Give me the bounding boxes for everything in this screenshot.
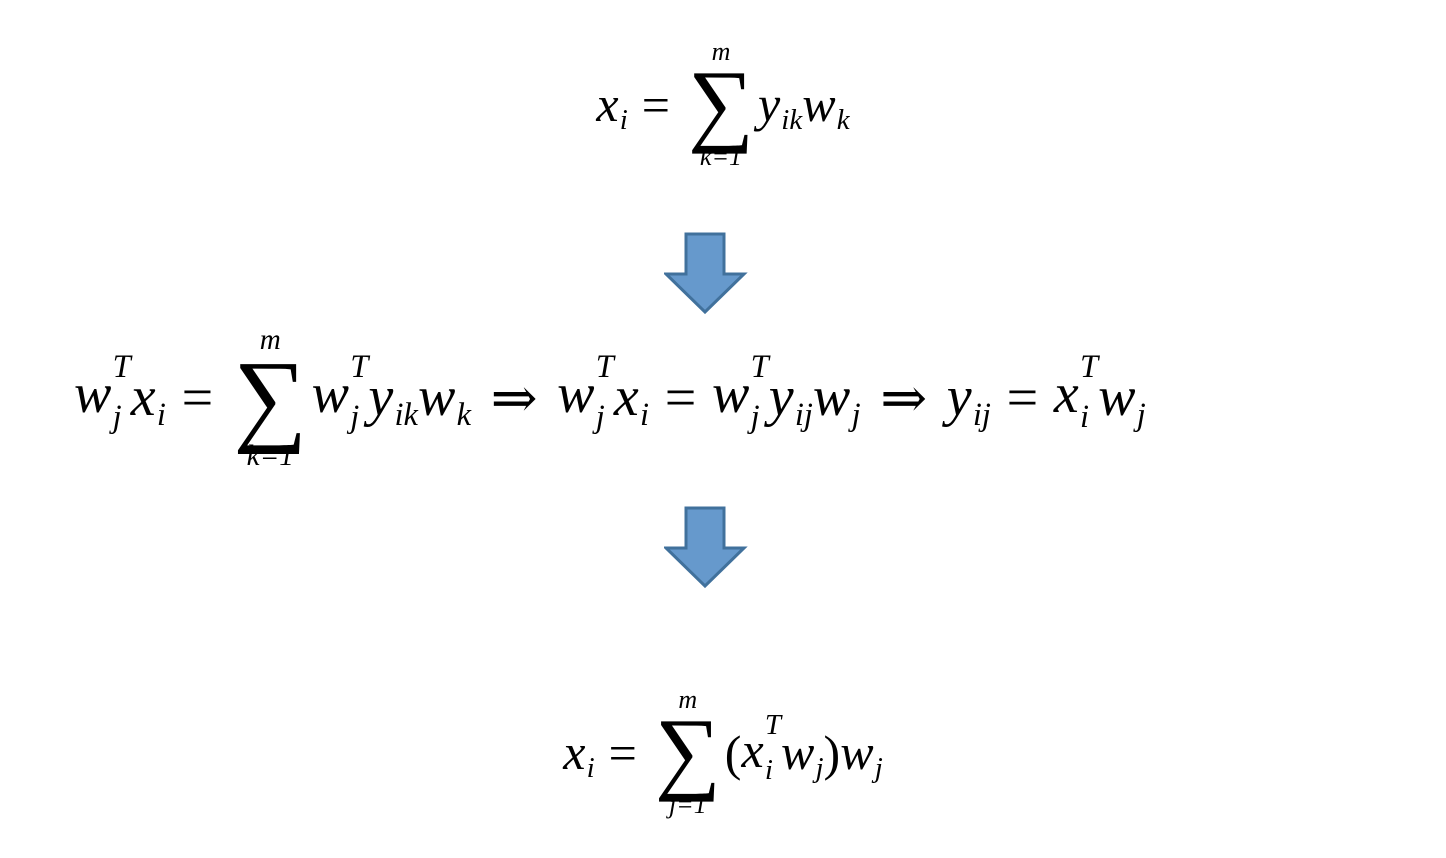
eq2-implies-1: ⇒ xyxy=(490,367,538,430)
eq3-equals: = xyxy=(608,725,637,781)
eq1-equals: = xyxy=(641,77,670,133)
eq2-equals-2: = xyxy=(664,367,697,429)
eq2-w-j: w j xyxy=(1098,365,1146,433)
eq3-right-paren: ) xyxy=(823,725,841,781)
eq3-summation: m ∑ j=1 xyxy=(654,685,721,819)
eq2-sum-w-k: w k xyxy=(417,365,472,433)
eq2-x-i: x i xyxy=(130,365,166,433)
eq1-term-y: y ik xyxy=(757,76,803,136)
eq2-sum-y-ik: y ik xyxy=(368,365,418,433)
eq3-left-paren: ( xyxy=(724,725,742,781)
eq1-lhs: x i xyxy=(596,76,628,136)
eq2-mid-rhs-y-ij: y ij xyxy=(768,365,813,433)
eq2-mid-rhs-w-j: w j xyxy=(812,365,861,433)
eq2-y-ij: y ij xyxy=(946,365,991,433)
eq2-mid-x-i: x i xyxy=(613,365,650,433)
down-arrow-icon-1 xyxy=(664,232,748,315)
eq2-equals-1: = xyxy=(181,367,214,429)
eq1-summation: m ∑ k=1 xyxy=(687,37,754,171)
equation-1: x i = m ∑ k=1 y ik w k xyxy=(0,30,1446,180)
eq2-summation: m ∑ k=1 xyxy=(233,323,308,473)
eq2-equals-3: = xyxy=(1006,367,1039,429)
eq3-w-j-outer: w j xyxy=(840,724,883,784)
eq1-term-w: w k xyxy=(802,76,850,136)
down-arrow-icon-2 xyxy=(664,506,748,589)
eq3-w-j-inner: w j xyxy=(780,724,824,784)
eq3-lhs: x i xyxy=(563,724,595,784)
eq2-implies-2: ⇒ xyxy=(880,367,928,430)
